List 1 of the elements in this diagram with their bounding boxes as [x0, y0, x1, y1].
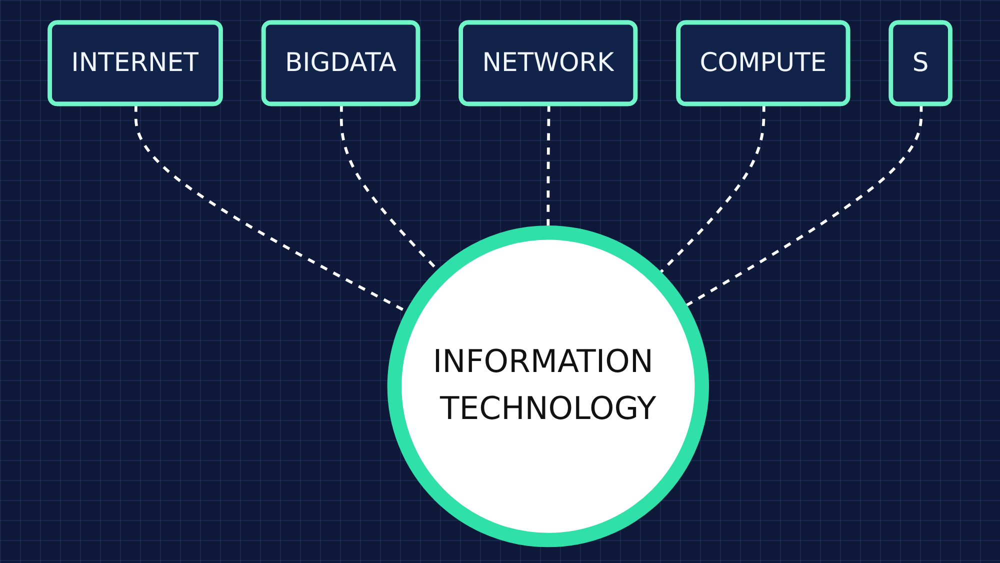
node-circle: INFORMATION TECHNOLOGY [387, 226, 709, 548]
